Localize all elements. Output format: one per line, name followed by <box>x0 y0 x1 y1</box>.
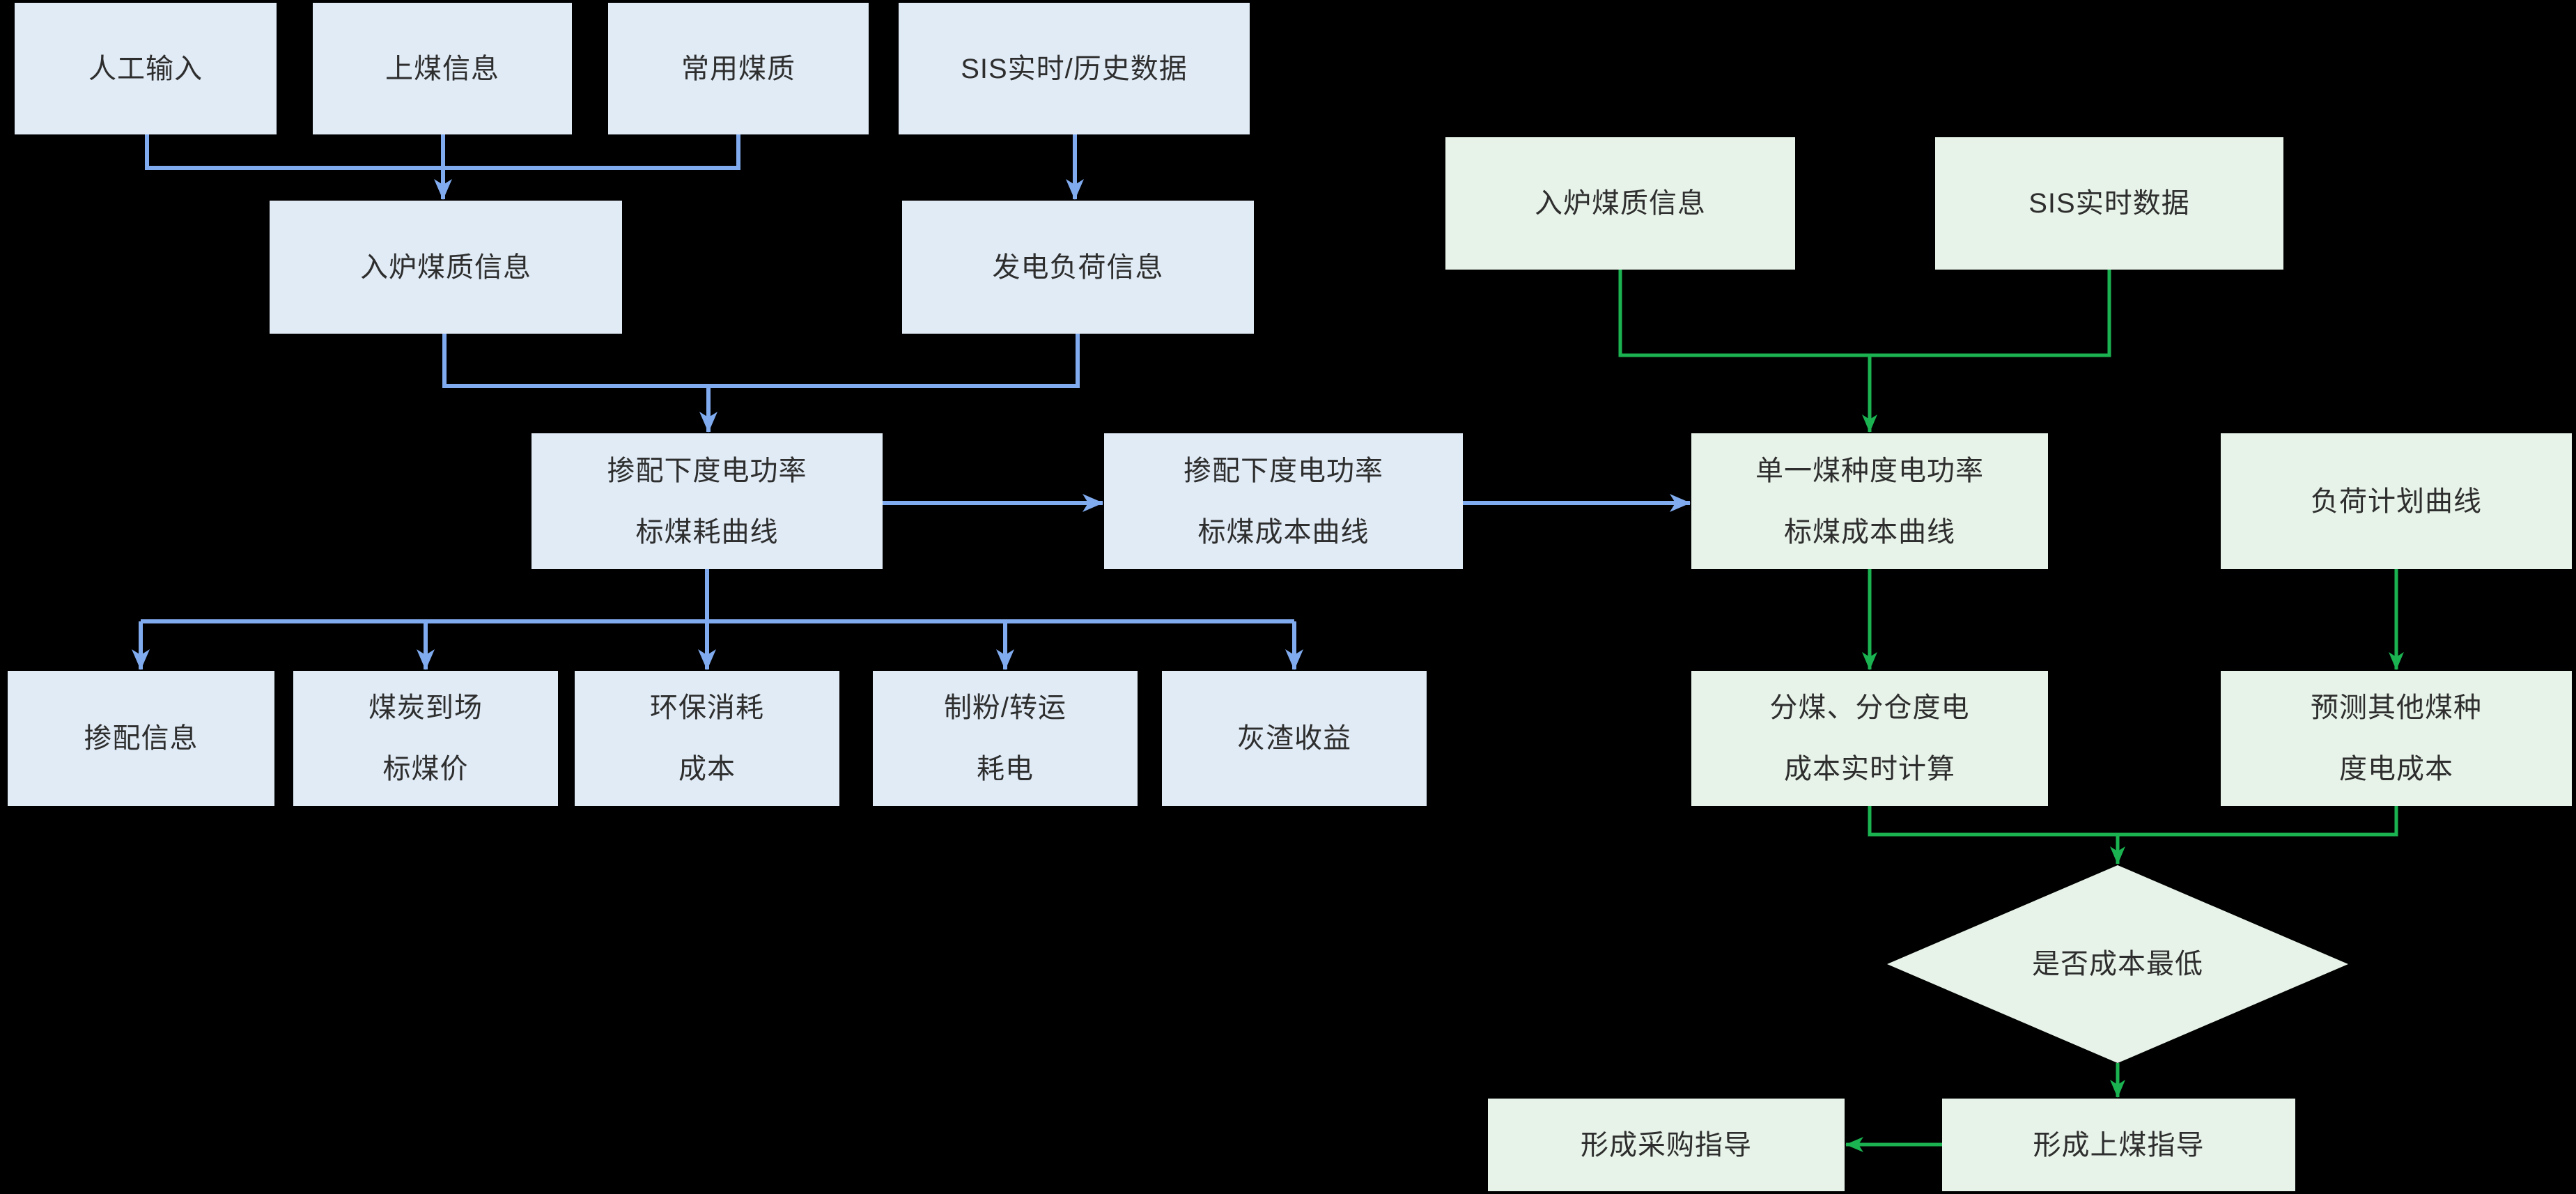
milling-transfer-power-box: 制粉/转运耗电 <box>873 671 1138 806</box>
load-plan-curve-box: 负荷计划曲线 <box>2221 433 2572 569</box>
blend-info-box: 掺配信息 <box>8 671 274 806</box>
ash-slag-revenue-box: 灰渣收益 <box>1162 671 1427 806</box>
edge-row2-merge-u <box>442 334 1080 388</box>
predict-other-coal-cost-box: 预测其他煤种度电成本 <box>2221 671 2572 806</box>
coal-arrival-price-box-label: 煤炭到场 <box>368 692 483 723</box>
blend-power-coal-consumption-curve-box: 掺配下度电功率标煤耗曲线 <box>532 433 883 569</box>
form-coal-loading-guidance-box: 形成上煤指导 <box>1942 1099 2295 1191</box>
blend-info-box-label: 掺配信息 <box>84 723 199 754</box>
ash-slag-revenue-box-label: 灰渣收益 <box>1237 723 1351 754</box>
env-consumption-cost-box: 环保消耗成本 <box>575 671 839 806</box>
single-coal-power-cost-curve-box: 单一煤种度电功率标煤成本曲线 <box>1691 433 2048 569</box>
generation-load-info-box: 发电负荷信息 <box>902 201 1254 334</box>
coal-loading-info-box-label: 上煤信息 <box>385 53 499 84</box>
predict-other-coal-cost-box-label: 度电成本 <box>2339 754 2453 784</box>
edge-green-top-merge-u <box>1618 270 2111 357</box>
furnace-coal-quality-info-green-box: 入炉煤质信息 <box>1445 137 1795 270</box>
coal-loading-info-box: 上煤信息 <box>313 3 572 134</box>
env-consumption-cost-box-label: 成本 <box>678 754 736 784</box>
single-coal-power-cost-curve-box-label: 单一煤种度电功率 <box>1755 455 1984 486</box>
blend-power-coal-consumption-curve-box-label: 标煤耗曲线 <box>635 516 779 548</box>
single-coal-power-cost-curve-box-label: 标煤成本曲线 <box>1784 516 1955 548</box>
sis-realtime-data-box-label: SIS实时数据 <box>2028 188 2190 219</box>
milling-transfer-power-box-label: 制粉/转运 <box>943 692 1067 723</box>
env-consumption-cost-box-label: 环保消耗 <box>650 692 764 723</box>
per-coal-bunker-cost-calc-box-label: 分煤、分仓度电 <box>1769 692 1970 723</box>
form-purchase-guidance-box-label: 形成采购指导 <box>1581 1129 1752 1161</box>
common-coal-quality-box: 常用煤质 <box>608 3 869 134</box>
edge-bottom-merge-u <box>1868 806 2398 837</box>
predict-other-coal-cost-box-label: 预测其他煤种 <box>2311 692 2482 723</box>
sis-realtime-history-box-label: SIS实时/历史数据 <box>961 53 1188 84</box>
load-plan-curve-box-label: 负荷计划曲线 <box>2311 486 2482 517</box>
blend-power-coal-cost-curve-box-label: 掺配下度电功率 <box>1184 455 1383 486</box>
form-coal-loading-guidance-box-label: 形成上煤指导 <box>2033 1129 2205 1161</box>
form-purchase-guidance-box: 形成采购指导 <box>1488 1099 1845 1191</box>
furnace-coal-quality-info-box: 入炉煤质信息 <box>270 201 622 334</box>
sis-realtime-history-box: SIS实时/历史数据 <box>899 3 1250 134</box>
sis-realtime-data-box: SIS实时数据 <box>1935 137 2283 270</box>
blend-power-coal-cost-curve-box: 掺配下度电功率标煤成本曲线 <box>1104 433 1463 569</box>
coal-arrival-price-box: 煤炭到场标煤价 <box>293 671 558 806</box>
is-cost-lowest-decision-label: 是否成本最低 <box>2032 949 2203 979</box>
milling-transfer-power-box-label: 耗电 <box>977 754 1034 784</box>
common-coal-quality-box-label: 常用煤质 <box>681 53 796 84</box>
manual-input-box-label: 人工输入 <box>88 53 203 84</box>
blend-power-coal-consumption-curve-box-label: 掺配下度电功率 <box>607 455 807 486</box>
generation-load-info-box-label: 发电负荷信息 <box>992 251 1164 283</box>
furnace-coal-quality-info-box-label: 入炉煤质信息 <box>360 251 532 283</box>
per-coal-bunker-cost-calc-box: 分煤、分仓度电成本实时计算 <box>1691 671 2048 806</box>
coal-arrival-price-box-label: 标煤价 <box>382 754 469 784</box>
manual-input-box: 人工输入 <box>15 3 277 134</box>
per-coal-bunker-cost-calc-box-label: 成本实时计算 <box>1784 754 1955 784</box>
furnace-coal-quality-info-green-box-label: 入炉煤质信息 <box>1535 188 1706 219</box>
blend-power-coal-cost-curve-box-label: 标煤成本曲线 <box>1197 516 1370 548</box>
